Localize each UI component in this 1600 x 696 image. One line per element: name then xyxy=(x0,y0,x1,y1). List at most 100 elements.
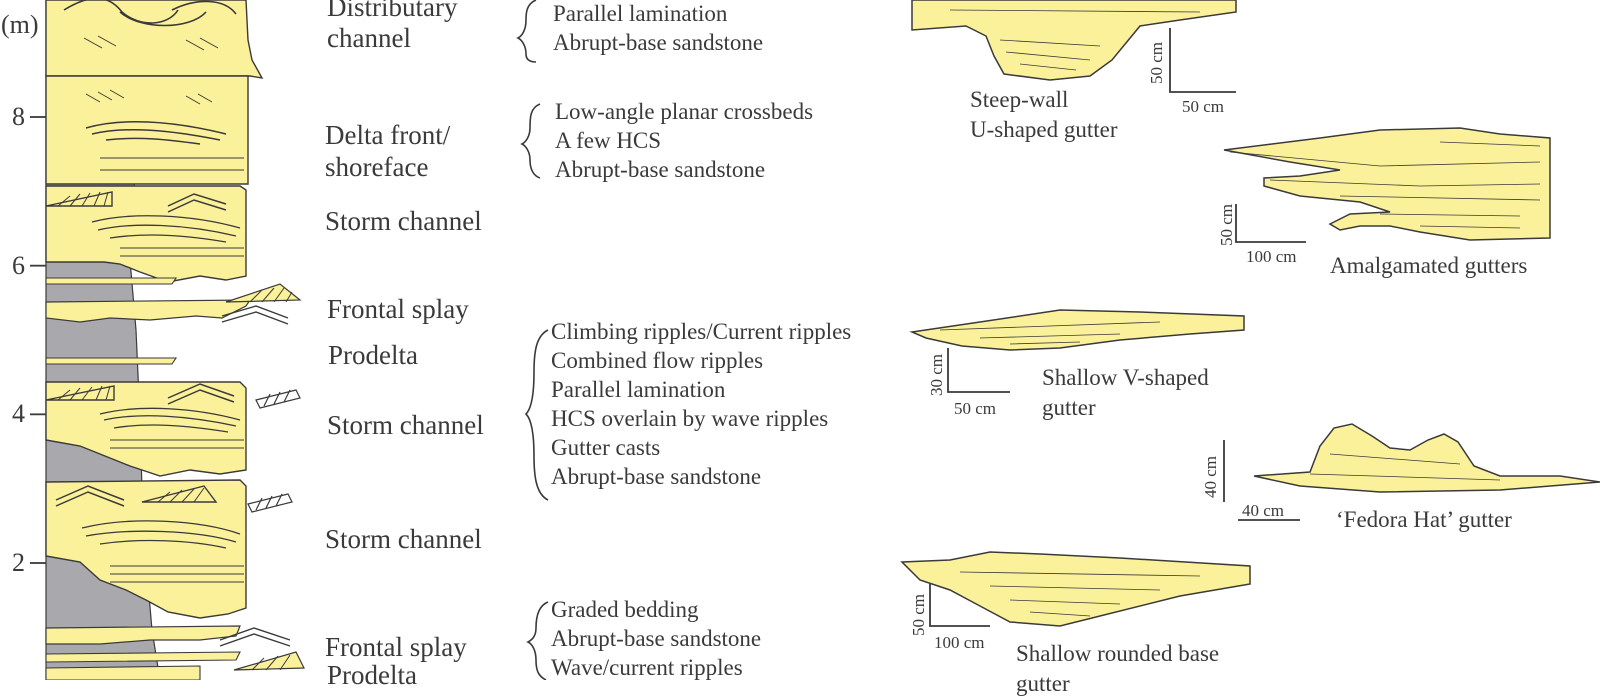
low-angle-lamination xyxy=(83,35,219,51)
bed-frontal-splay-1 xyxy=(45,299,252,323)
bed-thin-sand-1 xyxy=(45,277,178,285)
structure-braces xyxy=(516,0,549,681)
gutter-name: Steep-wall xyxy=(970,87,1069,112)
structure-item: A few HCS xyxy=(555,128,662,153)
structure-item: Combined flow ripples xyxy=(551,348,764,373)
facies-label: Storm channel xyxy=(325,524,482,554)
vertical-scale-label: 50 cm xyxy=(1147,41,1166,84)
facies-label: Storm channel xyxy=(327,410,484,440)
bed-storm-channel-3 xyxy=(45,479,247,619)
structure-item: Abrupt-base sandstone xyxy=(555,157,766,182)
gutter-name: ‘Fedora Hat’ gutter xyxy=(1336,507,1512,532)
stratigraphic-log xyxy=(45,0,305,681)
bed-frontal-splay-2 xyxy=(45,625,241,645)
gutter-lamination xyxy=(949,9,1201,71)
ripple-cross-lamination xyxy=(225,283,302,303)
vertical-scale-label: 30 cm xyxy=(927,353,946,396)
structure-item: Abrupt-base sandstone xyxy=(553,30,764,55)
scale-bar-u-shaped xyxy=(1169,28,1236,93)
gutter-fedora-hat xyxy=(1253,423,1600,493)
scale-bar-rounded xyxy=(929,584,990,627)
facies-label: Prodelta xyxy=(328,340,418,370)
horizontal-scale-label: 50 cm xyxy=(1182,97,1225,116)
facies-label: Frontal splay xyxy=(327,294,469,324)
structure-item: Climbing ripples/Current ripples xyxy=(551,319,852,344)
parallel-lamination xyxy=(110,439,244,449)
axis-tick-label: 4 xyxy=(12,399,25,429)
wave-ripple-symbol xyxy=(219,627,291,647)
horizontal-scale-label: 50 cm xyxy=(954,399,997,418)
ripple-cross-lamination xyxy=(141,485,218,503)
bed-thin-sand-2 xyxy=(45,651,241,663)
structure-item: Gutter casts xyxy=(551,435,661,460)
cross-bed-symbol xyxy=(255,389,301,409)
ripple-foresets xyxy=(57,191,109,207)
facies-label: Prodelta xyxy=(327,660,417,690)
gutter-lamination xyxy=(959,571,1201,617)
ripple-foresets xyxy=(249,287,293,303)
axis-tick-label: 8 xyxy=(12,102,25,131)
facies-label: shoreface xyxy=(325,152,429,182)
gutter-u-shaped xyxy=(911,0,1237,81)
gutter-amalgamated xyxy=(1223,127,1551,241)
axis-tick-label: 2 xyxy=(12,548,25,577)
parallel-lamination xyxy=(110,565,244,583)
horizontal-scale-label: 100 cm xyxy=(934,633,985,652)
structure-item: Parallel lamination xyxy=(553,1,728,26)
facies-label: Delta front/ xyxy=(325,120,451,150)
scale-bars xyxy=(929,28,1306,627)
ripple-foresets xyxy=(57,385,111,401)
axis-unit-label: (m) xyxy=(1,10,39,39)
hcs-lamination xyxy=(85,121,227,145)
gutter-lamination xyxy=(939,321,1161,345)
horizontal-scale-label: 100 cm xyxy=(1246,247,1297,266)
facies-label: Distributary xyxy=(327,0,458,22)
gutter-lamination xyxy=(1229,141,1541,229)
ripple-cross-lamination xyxy=(233,651,305,671)
vertical-scale-label: 40 cm xyxy=(1201,455,1220,498)
scale-bar-amalgamated xyxy=(1235,204,1306,243)
brace-3 xyxy=(524,329,549,501)
structure-item: HCS overlain by wave ripples xyxy=(551,406,829,431)
gutter-name: gutter xyxy=(1042,395,1096,420)
structure-item: Parallel lamination xyxy=(551,377,726,402)
hcs-lamination xyxy=(91,215,241,243)
facies-label: channel xyxy=(327,23,411,53)
gutter-name: gutter xyxy=(1016,671,1070,696)
depth-axis xyxy=(30,116,46,564)
bed-distributary-channel xyxy=(45,0,264,79)
scale-bar-v-shaped xyxy=(947,348,1010,393)
parallel-lamination xyxy=(85,89,244,171)
ripple-foresets xyxy=(251,654,291,671)
gutter-name: Amalgamated gutters xyxy=(1330,253,1528,278)
structure-item: Low-angle planar crossbeds xyxy=(555,99,814,124)
gutter-v-shaped xyxy=(909,309,1245,351)
structure-item: Graded bedding xyxy=(551,597,699,622)
hcs-lamination xyxy=(81,520,241,549)
gutter-name: Shallow rounded base xyxy=(1016,641,1220,666)
gutter-lamination xyxy=(1309,453,1501,481)
wave-ripple-symbol xyxy=(55,485,125,507)
bed-storm-channel-2 xyxy=(45,381,247,477)
brace-2 xyxy=(520,103,541,179)
facies-label: Frontal splay xyxy=(325,632,467,662)
brace-1 xyxy=(516,0,537,63)
wave-ripple-symbol xyxy=(167,193,227,213)
vertical-scale-label: 50 cm xyxy=(909,593,928,636)
hcs-lamination xyxy=(99,407,241,433)
figure-drawing xyxy=(30,0,1600,681)
horizontal-scale-label: 40 cm xyxy=(1242,501,1285,520)
gutter-name: U-shaped gutter xyxy=(970,117,1118,142)
structure-item: Wave/current ripples xyxy=(551,655,743,680)
gutter-name: Shallow V-shaped xyxy=(1042,365,1209,390)
parallel-lamination xyxy=(120,247,244,257)
trough-cross-bed xyxy=(63,0,237,27)
wave-ripple-symbol xyxy=(167,383,235,405)
facies-label: Storm channel xyxy=(325,206,482,236)
structure-item: Abrupt-base sandstone xyxy=(551,464,762,489)
ripple-foresets xyxy=(157,487,205,503)
wave-ripple-symbol xyxy=(221,305,289,325)
cross-bed-symbol xyxy=(247,493,293,513)
axis-tick-label: 6 xyxy=(12,250,25,280)
